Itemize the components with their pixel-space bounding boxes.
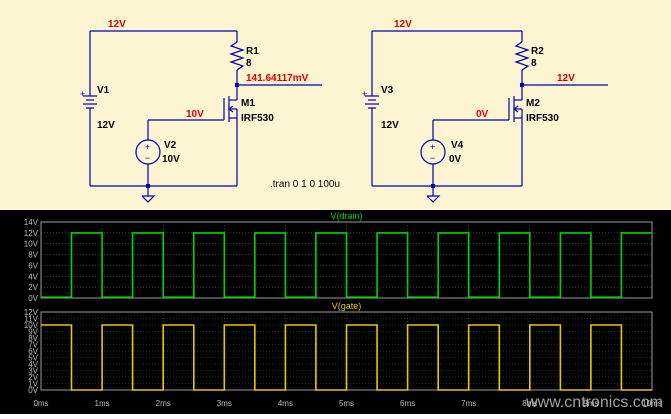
y-tick-label: 12V (24, 229, 39, 238)
spice-directive[interactable]: .tran 0 1 0 100u (270, 179, 340, 190)
circuit-right (365, 30, 608, 203)
x-tick-label: 5ms (339, 399, 354, 408)
v3-name[interactable]: V3 (381, 85, 394, 96)
x-tick-label: 8ms (522, 399, 537, 408)
v1-plus: + (80, 89, 85, 99)
right-supply-label[interactable]: 12V (394, 19, 412, 30)
left-gate-label[interactable]: 10V (186, 109, 204, 120)
x-tick-label: 6ms (400, 399, 415, 408)
y-tick-label: 2V (28, 373, 38, 382)
circuit-left (83, 30, 322, 203)
svg-text:−: − (430, 153, 435, 163)
r1-name[interactable]: R1 (246, 46, 259, 57)
y-tick-label: 8V (28, 334, 38, 343)
x-tick-label: 7ms (461, 399, 476, 408)
y-tick-label: 10V (24, 240, 39, 249)
m2-model[interactable]: IRF530 (526, 113, 559, 124)
left-supply-label[interactable]: 12V (108, 19, 126, 30)
schematic-canvas[interactable]: + − + (0, 0, 671, 210)
trace-line[interactable] (41, 232, 652, 298)
r2-name[interactable]: R2 (531, 46, 544, 57)
y-tick-label: 0V (28, 386, 38, 395)
right-drain-probe[interactable]: 12V (557, 73, 575, 84)
right-nodes (431, 83, 524, 188)
v4-polarity: + − (430, 142, 435, 163)
y-tick-label: 4V (28, 272, 38, 281)
y-tick-label: 4V (28, 360, 38, 369)
v1-value[interactable]: 12V (97, 120, 115, 131)
y-tick-label: 2V (28, 283, 38, 292)
y-tick-label: 6V (28, 261, 38, 270)
v3-value[interactable]: 12V (381, 120, 399, 131)
y-tick-label: 1V (28, 380, 38, 389)
x-tick-label: 2ms (156, 399, 171, 408)
x-tick-label: 0ms (33, 399, 48, 408)
trace-label[interactable]: V(drain) (330, 211, 362, 221)
y-tick-label: 7V (28, 341, 38, 350)
svg-text:−: − (145, 153, 150, 163)
svg-text:+: + (430, 142, 435, 152)
y-tick-label: 10V (24, 321, 39, 330)
x-tick-label: 9ms (583, 399, 598, 408)
left-nodes (146, 83, 239, 188)
schematic-editor[interactable]: + − + (0, 0, 671, 210)
y-tick-label: 11V (24, 315, 38, 324)
v4-name[interactable]: V4 (451, 140, 464, 151)
m1-name[interactable]: M1 (241, 98, 255, 109)
v3-plus: + (362, 89, 367, 99)
v1-name[interactable]: V1 (97, 85, 110, 96)
y-tick-label: 0V (28, 294, 38, 303)
v2-polarity: + − (145, 142, 150, 163)
left-drain-probe[interactable]: 141.64117mV (246, 73, 309, 84)
x-tick-label: 4ms (278, 399, 293, 408)
v4-value[interactable]: 0V (449, 154, 462, 165)
r1-value[interactable]: 8 (246, 58, 252, 69)
v2-name[interactable]: V2 (164, 140, 177, 151)
trace-label[interactable]: V(gate) (332, 301, 362, 311)
y-tick-label: 8V (28, 251, 38, 260)
m2-name[interactable]: M2 (526, 98, 540, 109)
y-tick-label: 12V (24, 308, 39, 317)
x-tick-label: 1ms (95, 399, 110, 408)
watermark: www.cntronics.com (526, 394, 663, 411)
trace-line[interactable] (41, 324, 652, 391)
time-axis: 0ms 1ms 2ms 3ms 4ms 5ms 6ms 7ms 8ms 9ms 10ms (33, 399, 661, 408)
v2-value[interactable]: 10V (162, 154, 180, 165)
y-tick-label: 9V (28, 328, 38, 337)
svg-text:+: + (145, 142, 150, 152)
y-tick-label: 5V (28, 354, 38, 363)
y-tick-label: 6V (28, 347, 38, 356)
y-tick-label: 14V (24, 218, 39, 227)
x-tick-label: 3ms (217, 399, 232, 408)
r2-value[interactable]: 8 (531, 58, 537, 69)
right-gate-label[interactable]: 0V (476, 109, 489, 120)
m1-model[interactable]: IRF530 (241, 113, 274, 124)
x-tick-label: 10ms (642, 399, 662, 408)
y-tick-label: 3V (28, 367, 38, 376)
